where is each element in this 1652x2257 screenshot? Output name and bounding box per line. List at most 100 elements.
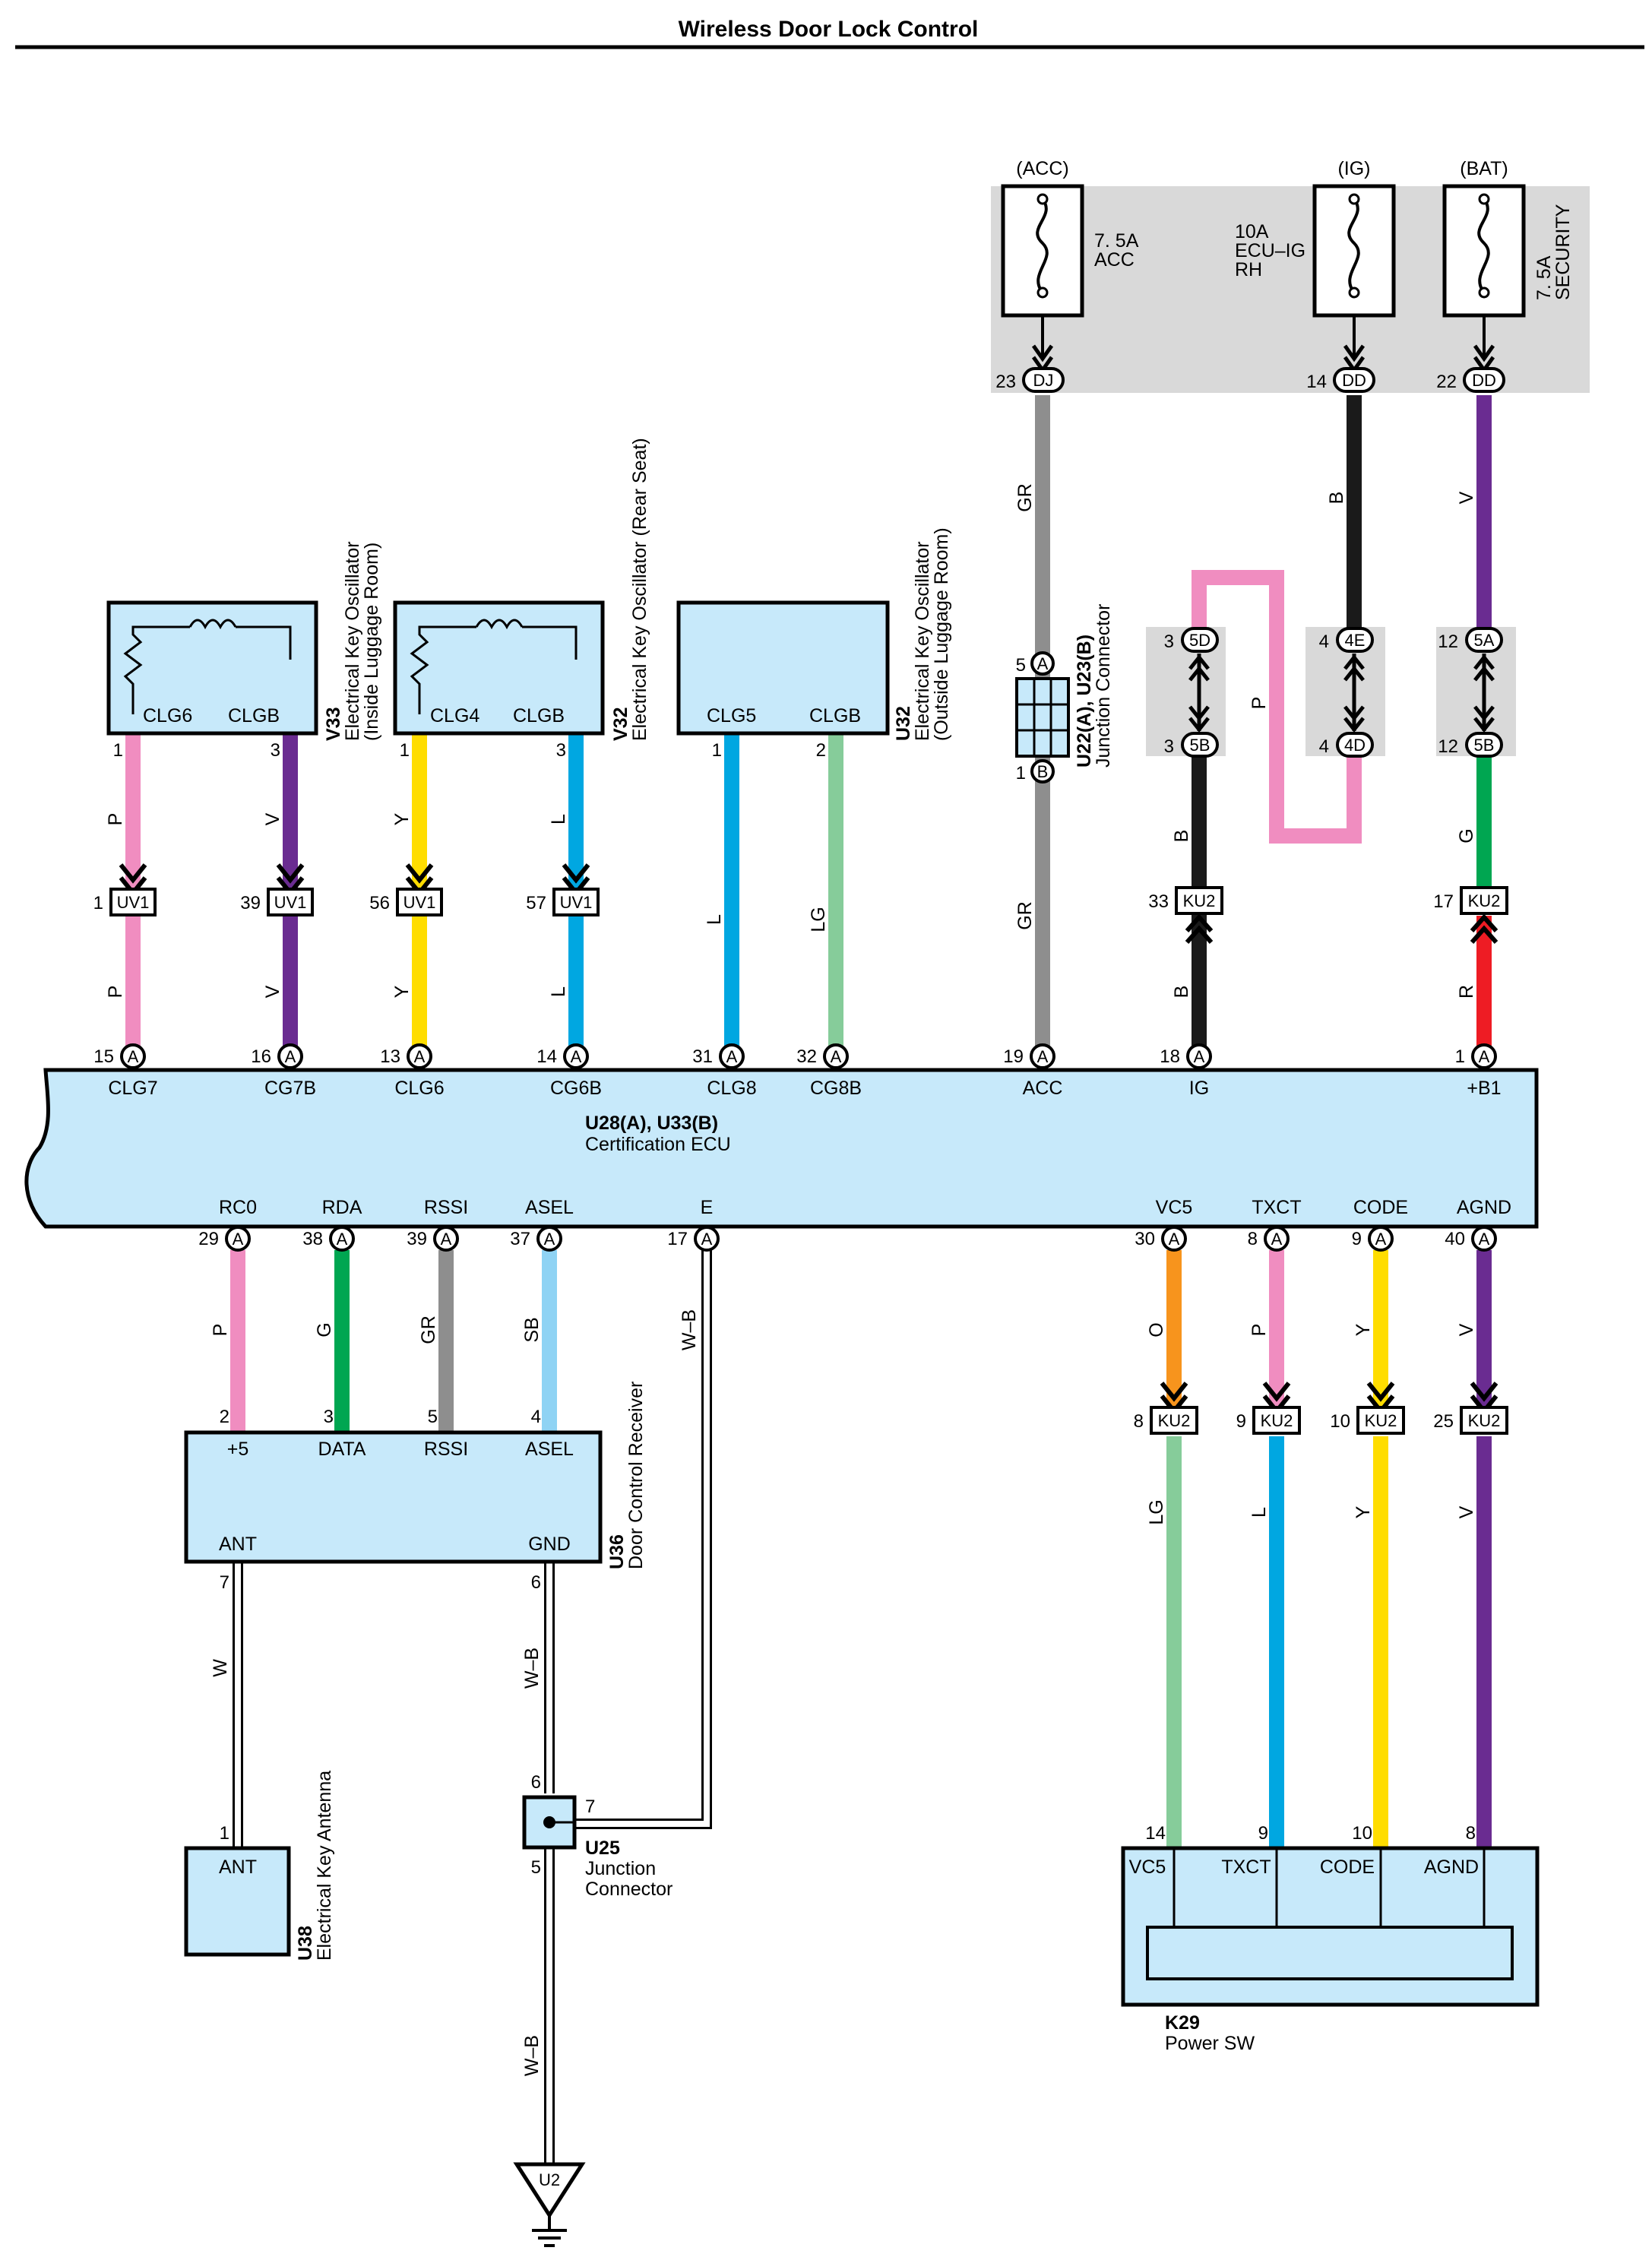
osc3-code: U32 bbox=[893, 706, 914, 741]
osc2-term1: CLG4 bbox=[430, 705, 479, 726]
ic5-pin: 33 bbox=[1148, 891, 1169, 912]
ecu-conn: A bbox=[285, 1047, 296, 1066]
psw-name: Power SW bbox=[1165, 2033, 1255, 2054]
wire-label: L bbox=[548, 814, 569, 825]
wire-label: L bbox=[548, 986, 569, 997]
fuse-bat-name: SECURITY bbox=[1552, 204, 1574, 300]
ecu-terminal-label: CLG7 bbox=[108, 1078, 157, 1099]
u25-pin: 7 bbox=[585, 1796, 595, 1817]
junction-connector-u22: A 5 B 1 U22(A), U23(B) Junction Connecto… bbox=[1015, 604, 1114, 783]
ecu-conn: A bbox=[544, 1230, 555, 1249]
fuse-acc-source: (ACC) bbox=[1016, 158, 1068, 179]
fuse-acc-name: ACC bbox=[1094, 249, 1135, 271]
u25-code: U25 bbox=[585, 1838, 620, 1859]
rx-pin: 5 bbox=[428, 1407, 438, 1427]
osc1-code: V33 bbox=[323, 707, 344, 741]
psw-pin: 9 bbox=[1258, 1823, 1268, 1844]
ecu-pin: 40 bbox=[1445, 1229, 1465, 1249]
oscillator-u32: CLG5 CLGB 1 2 U32 Electrical Key Oscilla… bbox=[676, 527, 952, 761]
ecu-top-terminals: A 15 CLG7 A 16 CG7B A 13 CLG6 A 14 CG6B … bbox=[93, 1043, 1502, 1099]
fuse-ecu-ig: (IG) 10A ECU–IG RH bbox=[1235, 158, 1396, 357]
wire-label: SB bbox=[521, 1317, 543, 1342]
ecu-pin: 1 bbox=[1455, 1046, 1465, 1067]
osc1-pin2: 3 bbox=[271, 740, 280, 761]
wire-labels-top: P V Y L L LG P V Y L GR GR B P B B V G R bbox=[105, 483, 1477, 999]
wire-label: V bbox=[1456, 1505, 1477, 1518]
osc1-pin1: 1 bbox=[113, 740, 123, 761]
ecu-terminal-label: TXCT bbox=[1252, 1197, 1301, 1218]
fuse-bat-pin: 22 bbox=[1436, 372, 1457, 392]
ic6-conn: KU2 bbox=[1468, 891, 1501, 910]
osc2-term2: CLGB bbox=[513, 705, 565, 726]
osc1-term2: CLGB bbox=[228, 705, 280, 726]
jb3-pin-b: 12 bbox=[1438, 736, 1458, 757]
ecu-terminal-label: CLG6 bbox=[394, 1078, 444, 1099]
ant-code: U38 bbox=[295, 1926, 316, 1961]
osc2-name: Electrical Key Oscillator (Rear Seat) bbox=[629, 438, 650, 741]
wire-label: P bbox=[1248, 1324, 1270, 1337]
door-control-receiver: 2 3 5 4 +5 DATA RSSI ASEL ANT GND 7 6 U3… bbox=[184, 1382, 647, 1593]
ecu-pin: 38 bbox=[302, 1229, 323, 1249]
wire-label: Y bbox=[1353, 1505, 1374, 1518]
rx-pin: 4 bbox=[531, 1407, 541, 1427]
psw-terminal: TXCT bbox=[1221, 1857, 1271, 1878]
jc1-conn-b: B bbox=[1037, 762, 1049, 781]
ecu-conn: A bbox=[1271, 1230, 1283, 1249]
ecu-conn: A bbox=[1037, 1047, 1049, 1066]
ic-bottom-conn: KU2 bbox=[1365, 1411, 1397, 1430]
ecu-pin: 39 bbox=[407, 1229, 427, 1249]
ground-symbol: U2 bbox=[513, 2162, 586, 2247]
jc1-pin-a: 5 bbox=[1016, 655, 1026, 676]
ecu-pin: 16 bbox=[251, 1046, 271, 1067]
ecu-pin: 17 bbox=[667, 1229, 688, 1249]
wire-label: Y bbox=[1353, 1323, 1374, 1336]
ecu-conn: A bbox=[414, 1047, 426, 1066]
psw-pin: 8 bbox=[1466, 1823, 1476, 1844]
psw-code: K29 bbox=[1165, 2012, 1200, 2034]
ecu-pin: 19 bbox=[1003, 1046, 1024, 1067]
wire-label: B bbox=[1171, 986, 1192, 999]
osc3-term2: CLGB bbox=[809, 705, 861, 726]
ic6-pin: 17 bbox=[1433, 891, 1454, 912]
ecu-terminal-label: CLG8 bbox=[707, 1078, 756, 1099]
wire-label: Y bbox=[391, 985, 413, 998]
ecu-pin: 14 bbox=[536, 1046, 557, 1067]
ic-bottom-conn: KU2 bbox=[1468, 1411, 1501, 1430]
fuse-ig-source: (IG) bbox=[1337, 158, 1370, 179]
rx-name: Door Control Receiver bbox=[625, 1382, 647, 1569]
certification-ecu: U28(A), U33(B) Certification ECU bbox=[24, 1068, 1539, 1229]
u25-pin: 6 bbox=[531, 1772, 541, 1793]
inline-connectors-top: UV1 1 UV1 39 UV1 56 UV1 57 KU2 33 KU2 17 bbox=[93, 863, 1508, 944]
ant-terminal: ANT bbox=[219, 1857, 257, 1878]
ic5-conn: KU2 bbox=[1183, 891, 1216, 910]
u25-name2: Connector bbox=[585, 1879, 673, 1900]
fuse-output-connectors: DJ 23 DD 14 DD 22 bbox=[995, 344, 1505, 393]
osc2-pin1: 1 bbox=[400, 740, 410, 761]
wire-label: L bbox=[1248, 1507, 1270, 1518]
ic3-pin: 56 bbox=[369, 893, 390, 913]
ic-bottom-pin: 10 bbox=[1330, 1411, 1350, 1432]
fuse-bat-rating: 7. 5A bbox=[1533, 255, 1555, 300]
wire-label: P bbox=[105, 813, 126, 826]
fuse-acc-pin: 23 bbox=[995, 372, 1016, 392]
osc3-sub: (Outside Luggage Room) bbox=[931, 527, 952, 741]
psw-pin: 14 bbox=[1145, 1823, 1166, 1844]
ecu-terminal-label: CG7B bbox=[264, 1078, 316, 1099]
fuse-acc-rating: 7. 5A bbox=[1094, 230, 1139, 252]
jb2-conn-b: 4D bbox=[1344, 736, 1366, 755]
junction-connector-u25: 6 7 5 U25 Junction Connector bbox=[522, 1772, 673, 1900]
jc1-conn-a: A bbox=[1037, 654, 1049, 673]
ecu-terminal-label: E bbox=[701, 1197, 714, 1218]
ic1-pin: 1 bbox=[93, 893, 103, 913]
rx-code: U36 bbox=[606, 1534, 628, 1569]
osc1-name: Electrical Key Oscillator bbox=[342, 541, 363, 741]
fuse-ig-conn: DD bbox=[1342, 371, 1366, 390]
wire-label: P bbox=[210, 1324, 231, 1337]
ecu-terminal-label: CODE bbox=[1353, 1197, 1408, 1218]
ecu-conn: A bbox=[1479, 1047, 1490, 1066]
wire-label: G bbox=[314, 1322, 335, 1337]
ecu-conn: A bbox=[1169, 1230, 1180, 1249]
fuse-acc-conn: DJ bbox=[1033, 371, 1054, 390]
jb1-pin-b: 3 bbox=[1164, 736, 1174, 757]
